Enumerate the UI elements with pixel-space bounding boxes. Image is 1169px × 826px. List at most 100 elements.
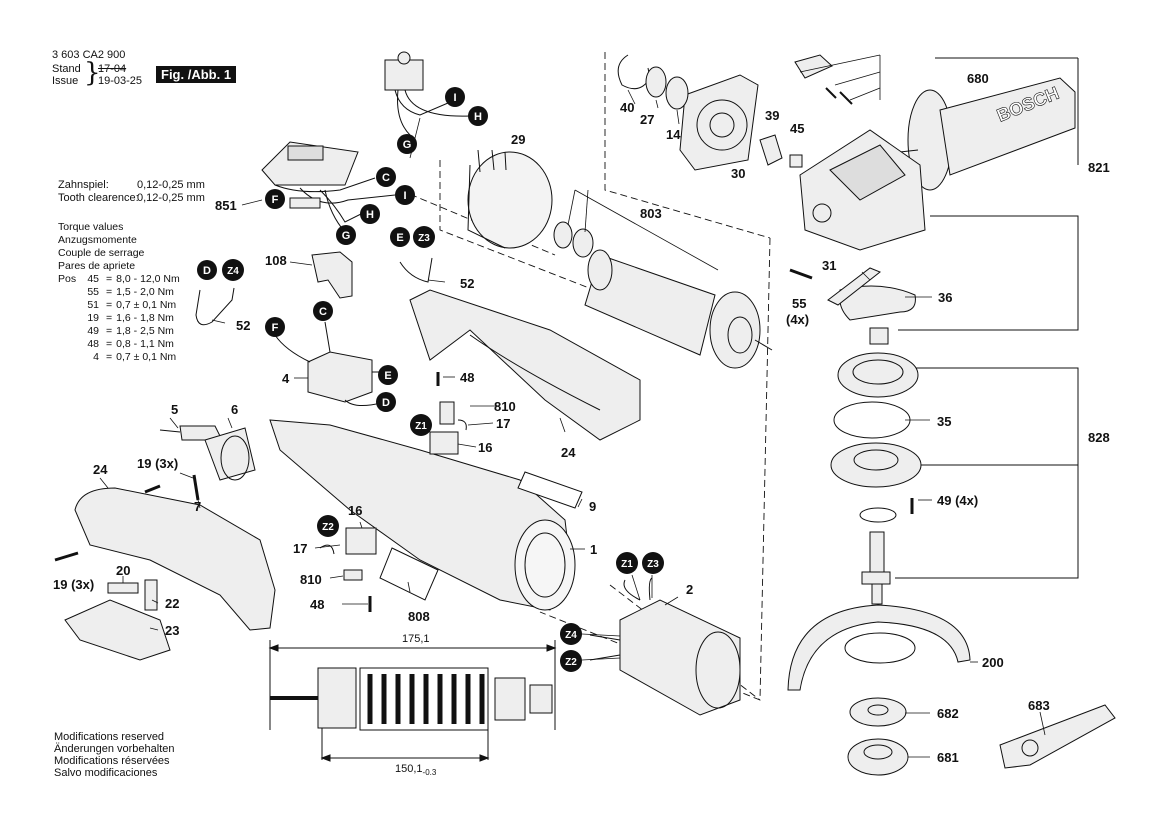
torque-title: Torque values <box>58 221 124 233</box>
motor-housing-1 <box>269 419 576 611</box>
pos-number: 45 <box>87 273 99 285</box>
part-label: 14 <box>666 127 681 142</box>
part-label: 49 (4x) <box>937 493 979 508</box>
label-808 <box>379 547 439 601</box>
part-label: 22 <box>165 596 180 611</box>
part-label: 40 <box>620 100 635 115</box>
spring-20 <box>107 582 139 594</box>
part-label: 30 <box>731 166 746 181</box>
connector-top-part <box>384 51 471 136</box>
head-housing <box>799 129 926 251</box>
pos-number: 4 <box>93 351 99 363</box>
part-label: 6 <box>231 402 239 417</box>
spring-17a <box>457 419 467 431</box>
switch-slide-23 <box>64 599 171 661</box>
group-bracket-821 <box>898 57 1079 331</box>
part-label: 4 <box>282 371 290 386</box>
brush-holder-16a <box>429 431 459 455</box>
part-label: 680 <box>967 71 989 86</box>
flange-682 <box>849 697 907 727</box>
equals-sign: = <box>106 338 113 350</box>
issue-date: 19-03-25 <box>98 75 143 87</box>
part-label: 31 <box>822 258 837 273</box>
spring-22 <box>144 579 158 611</box>
armature-dimension-drawing <box>268 640 557 762</box>
dimension-overall: 175,1 <box>402 633 430 645</box>
part-label: 828 <box>1088 430 1110 445</box>
washer-35 <box>833 401 911 439</box>
figure-label: Fig. /Abb. 1 <box>156 66 237 83</box>
part-label: 45 <box>790 121 805 136</box>
armature-top <box>584 249 773 369</box>
screw-55 <box>789 268 813 280</box>
part-label: 24 <box>93 462 108 477</box>
torque-value: 0,7 ± 0,1 Nm <box>116 299 177 311</box>
part-label: 683 <box>1028 698 1050 713</box>
zahnspiel-label: Zahnspiel: <box>58 179 109 191</box>
bushing-828 <box>869 327 889 345</box>
part-label: 17 <box>496 416 511 431</box>
table-row: 48 = 0,8 - 1,1 Nm <box>58 338 183 351</box>
nut-681 <box>847 738 909 776</box>
brush-holder-16b <box>345 527 377 555</box>
doc-number: 3 603 CA2 900 <box>52 49 126 61</box>
clip-108 <box>311 251 353 299</box>
modifications-line: Änderungen vorbehalten <box>54 743 175 755</box>
part-label: 29 <box>511 132 526 147</box>
equals-sign: = <box>106 325 113 337</box>
part-label: 810 <box>300 572 322 587</box>
part-label: 35 <box>937 414 952 429</box>
group-bracket-828 <box>895 367 1079 579</box>
dimension-core-tolerance: -0.3 <box>422 768 437 778</box>
housing-half-24-top <box>409 289 641 441</box>
part-label: 16 <box>348 503 363 518</box>
zahnspiel-value: 0,12-0,25 mm <box>137 179 205 191</box>
stator-2 <box>589 577 741 716</box>
clamp-band-36 <box>839 285 916 321</box>
label-9 <box>517 471 583 509</box>
part-label: 48 <box>310 597 325 612</box>
dimension-core-value: 150,1 <box>395 763 423 775</box>
torque-value: 1,6 - 1,8 Nm <box>116 312 174 324</box>
flange-bearing <box>830 442 922 488</box>
torque-value: 1,8 - 2,5 Nm <box>116 325 174 337</box>
part-label: 1 <box>590 542 598 557</box>
part-label: 851 <box>215 198 237 213</box>
part-label: 20 <box>116 563 131 578</box>
torque-value: 1,5 - 2,0 Nm <box>116 286 174 298</box>
part-label: 808 <box>408 609 430 624</box>
brace-symbol: } <box>84 58 101 88</box>
pos-number: 55 <box>87 286 99 298</box>
spanner-683 <box>999 704 1116 769</box>
pos-number: 49 <box>87 325 99 337</box>
part-label: 48 <box>460 370 475 385</box>
modifications-block: Modifications reserved Änderungen vorbeh… <box>54 731 174 779</box>
torque-block: Torque values Anzugsmomente Couple de se… <box>58 221 183 364</box>
tooth-clearence-label: Tooth clearence: <box>58 192 139 204</box>
part-label: 19 (3x) <box>53 577 95 592</box>
pinion-39 <box>759 134 783 166</box>
part-label: 200 <box>982 655 1004 670</box>
electronics-module-851 <box>261 141 396 233</box>
torque-value: 0,7 ± 0,1 Nm <box>116 351 177 363</box>
table-row: 55 = 1,5 - 2,0 Nm <box>58 286 183 299</box>
part-label: 5 <box>171 402 179 417</box>
part-label: 7 <box>194 499 202 514</box>
part-label: 17 <box>293 541 308 556</box>
part-label: 682 <box>937 706 959 721</box>
spring-52-left <box>195 287 235 326</box>
nut-45 <box>789 154 803 168</box>
ring-27 <box>645 66 667 98</box>
part-label: 2 <box>686 582 694 597</box>
screw-19a <box>144 484 161 494</box>
torque-value: 0,8 - 1,1 Nm <box>116 338 174 350</box>
circlip-40 <box>617 54 651 90</box>
part-label: 36 <box>938 290 953 305</box>
stand-label: Stand <box>52 63 81 75</box>
gear-large <box>837 352 919 398</box>
part-label: 16 <box>478 440 493 455</box>
part-label: 52 <box>460 276 475 291</box>
cord-sleeve-6 <box>204 427 256 481</box>
part-label: 55 <box>792 296 807 311</box>
